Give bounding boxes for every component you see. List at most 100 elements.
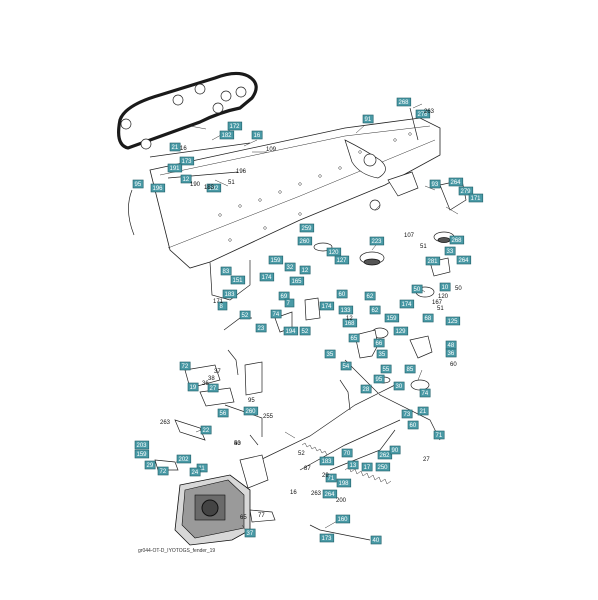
svg-text:173: 173	[322, 536, 333, 542]
callout-66: 66	[373, 338, 385, 348]
callout-71: 71	[433, 430, 445, 440]
svg-text:183: 183	[322, 459, 333, 465]
label-12: 12	[346, 316, 353, 322]
pulleys	[313, 231, 455, 391]
svg-text:174: 174	[402, 302, 413, 308]
svg-text:60: 60	[410, 423, 417, 429]
callout-260: 260	[243, 406, 259, 416]
svg-text:21: 21	[172, 145, 179, 151]
label-109: 109	[266, 147, 277, 153]
callout-33: 33	[444, 246, 456, 256]
callout-24: 24	[189, 467, 201, 477]
svg-text:48: 48	[448, 343, 455, 349]
callout-60: 60	[407, 420, 419, 430]
callout-168: 168	[342, 318, 358, 328]
label-255: 255	[263, 414, 274, 420]
svg-text:52: 52	[242, 313, 249, 319]
svg-text:120: 120	[329, 250, 340, 256]
callout-7: 7	[284, 298, 295, 308]
callout-203: 203	[134, 440, 150, 450]
callout-95: 95	[132, 179, 144, 189]
svg-text:7: 7	[287, 301, 291, 307]
callout-159: 159	[384, 313, 400, 323]
svg-text:90: 90	[392, 448, 399, 454]
callout-268: 268	[449, 235, 465, 245]
springs	[301, 442, 392, 485]
callout-8: 8	[217, 301, 228, 311]
drive-belt	[117, 71, 258, 150]
brackets	[184, 171, 467, 407]
label-38: 38	[208, 376, 215, 382]
callout-250: 250	[375, 462, 391, 472]
callout-13: 13	[347, 460, 359, 470]
svg-text:33: 33	[447, 249, 454, 255]
label-29: 29	[322, 473, 329, 479]
svg-text:23: 23	[258, 326, 265, 332]
svg-text:260: 260	[246, 409, 257, 415]
svg-text:223: 223	[372, 239, 383, 245]
callout-70: 70	[341, 448, 353, 458]
callout-173: 173	[179, 156, 195, 166]
svg-text:35: 35	[327, 352, 334, 358]
svg-text:160: 160	[338, 517, 349, 523]
svg-text:62: 62	[372, 308, 379, 314]
callout-40: 40	[370, 535, 382, 545]
svg-text:30: 30	[396, 384, 403, 390]
label-53: 53	[234, 441, 241, 447]
callout-172: 172	[227, 121, 243, 131]
callout-151: 151	[230, 275, 246, 285]
callout-260: 260	[297, 236, 313, 246]
callout-278: 278	[415, 109, 431, 119]
label-77: 77	[258, 513, 265, 519]
svg-text:192: 192	[209, 186, 220, 192]
svg-text:279: 279	[461, 189, 472, 195]
callout-65: 65	[348, 333, 360, 343]
svg-text:174: 174	[262, 275, 273, 281]
svg-text:159: 159	[271, 258, 282, 264]
callout-165: 165	[289, 276, 305, 286]
label-51: 51	[420, 244, 427, 250]
callout-16: 16	[251, 130, 263, 140]
callout-35: 35	[376, 349, 388, 359]
svg-text:159: 159	[137, 452, 148, 458]
svg-text:125: 125	[448, 319, 459, 325]
svg-text:22: 22	[203, 428, 210, 434]
callout-129: 129	[393, 326, 409, 336]
svg-text:264: 264	[451, 180, 462, 186]
callout-55: 55	[380, 364, 392, 374]
callout-281: 281	[425, 256, 441, 266]
callout-93: 93	[429, 179, 441, 189]
callout-74: 74	[419, 388, 431, 398]
svg-text:12: 12	[302, 268, 309, 274]
callout-83: 83	[220, 266, 232, 276]
svg-text:133: 133	[341, 308, 352, 314]
callout-23: 23	[255, 323, 267, 333]
svg-text:71: 71	[328, 476, 335, 482]
callout-127: 127	[334, 255, 350, 265]
svg-text:8: 8	[220, 304, 224, 310]
label-95: 95	[248, 398, 255, 404]
callout-183: 183	[222, 289, 238, 299]
callout-262: 262	[377, 450, 393, 460]
svg-text:194: 194	[286, 329, 297, 335]
label-200: 200	[336, 498, 347, 504]
label-27: 27	[423, 457, 430, 463]
callout-264: 264	[456, 255, 472, 265]
svg-text:250: 250	[378, 465, 389, 471]
callout-173: 173	[319, 533, 335, 543]
svg-text:281: 281	[428, 259, 439, 265]
svg-text:183: 183	[225, 292, 236, 298]
callout-223: 223	[369, 236, 385, 246]
callout-60: 60	[336, 289, 348, 299]
callout-125: 125	[445, 316, 461, 326]
svg-text:127: 127	[337, 258, 348, 264]
svg-text:203: 203	[137, 443, 148, 449]
svg-text:93: 93	[432, 182, 439, 188]
callout-120: 120	[326, 247, 342, 257]
callout-264: 264	[322, 489, 338, 499]
callout-259: 259	[299, 223, 315, 233]
label-167: 167	[432, 300, 443, 306]
callout-159: 159	[268, 255, 284, 265]
